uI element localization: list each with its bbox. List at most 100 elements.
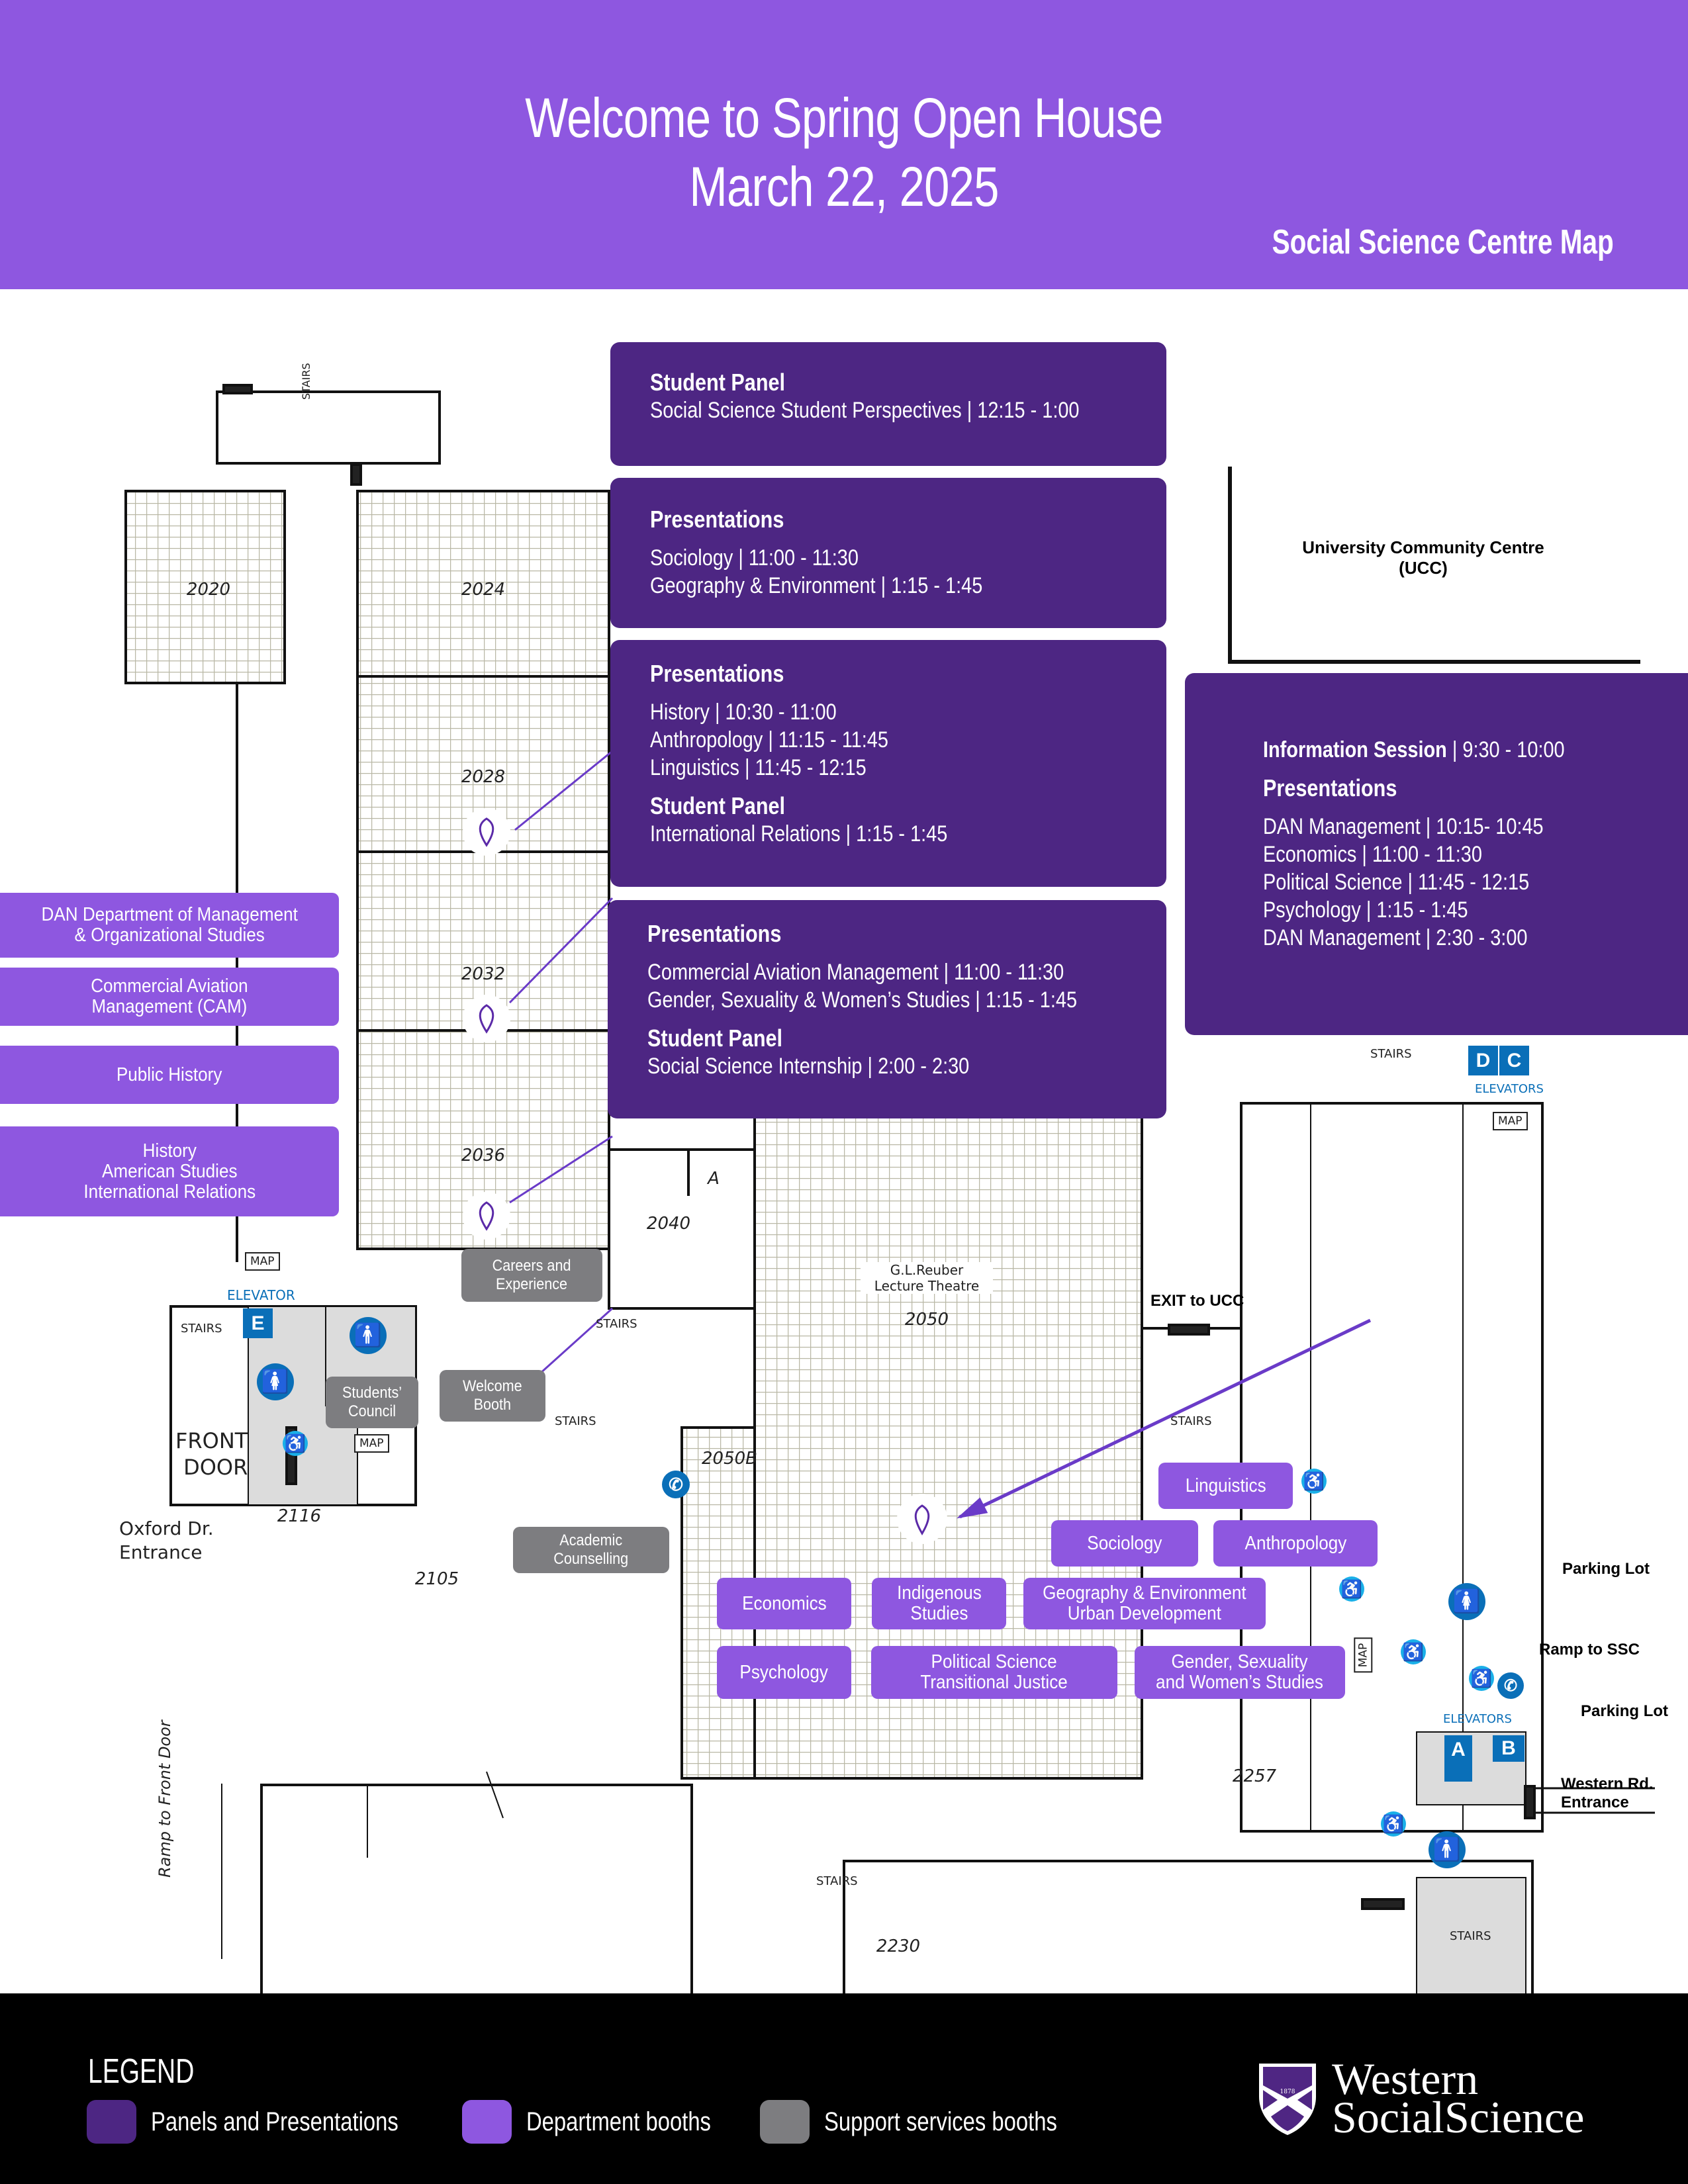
accessibility-icon: ♿ bbox=[1469, 1666, 1494, 1691]
panel-item: Anthropology | 11:15 - 11:45 bbox=[650, 727, 888, 752]
phone-icon: ✆ bbox=[662, 1471, 690, 1498]
room-2040 bbox=[608, 1148, 756, 1310]
map-subtitle: Social Science Centre Map bbox=[1272, 223, 1614, 261]
booth-history[interactable]: History American Studies International R… bbox=[0, 1126, 339, 1216]
legend-footer: LEGEND Panels and Presentations Departme… bbox=[0, 1993, 1688, 2184]
legend-label: Department booths bbox=[526, 2107, 711, 2136]
panel-room-2036: Presentations Commercial Aviation Manage… bbox=[608, 900, 1166, 1118]
pin-icon bbox=[479, 1004, 494, 1034]
crest-icon: 1878 bbox=[1259, 2063, 1316, 2135]
panel-item: DAN Management | 10:15- 10:45 bbox=[1263, 814, 1544, 839]
stairs-label: STAIRS bbox=[816, 1874, 858, 1888]
room-number: 2230 bbox=[876, 1936, 920, 1956]
panel-heading: Presentations bbox=[650, 506, 784, 533]
parking-lot-label: Parking Lot bbox=[1581, 1702, 1669, 1720]
map-marker: MAP bbox=[1354, 1637, 1373, 1673]
elevator-a-icon: A bbox=[1444, 1735, 1472, 1782]
panel-item: International Relations | 1:15 - 1:45 bbox=[650, 821, 948, 846]
elevator-c-icon: C bbox=[1499, 1046, 1529, 1075]
parking-lot-label: Parking Lot bbox=[1562, 1560, 1650, 1578]
page-title: Welcome to Spring Open House bbox=[525, 87, 1163, 149]
booth-careers-experience[interactable]: Careers and Experience bbox=[461, 1249, 602, 1302]
room-number: A bbox=[706, 1169, 720, 1189]
panel-room-2028: Presentations Sociology | 11:00 - 11:30 … bbox=[610, 478, 1166, 628]
legend-title: LEGEND bbox=[88, 2052, 195, 2091]
logo-line1: Western bbox=[1332, 2054, 1479, 2104]
panel-item: Sociology | 11:00 - 11:30 bbox=[650, 545, 859, 570]
phone-icon: ✆ bbox=[1497, 1672, 1524, 1699]
booth-economics[interactable]: Economics bbox=[717, 1578, 851, 1629]
oxford-entrance-label: Oxford Dr. Entrance bbox=[119, 1518, 214, 1563]
western-social-science-logo: 1878 Western SocialScience bbox=[1258, 2054, 1585, 2142]
info-session-time: | 9:30 - 10:00 bbox=[1446, 737, 1565, 762]
booth-welcome[interactable]: Welcome Booth bbox=[440, 1370, 545, 1422]
elevators-label: ELEVATORS bbox=[1443, 1712, 1512, 1726]
panel-item: Social Science Student Perspectives | 12… bbox=[650, 398, 1080, 423]
washroom-women-icon: 🚺 bbox=[257, 1363, 294, 1400]
booth-sociology[interactable]: Sociology bbox=[1051, 1520, 1198, 1567]
room-number: 2036 bbox=[461, 1146, 505, 1165]
room-number: 2028 bbox=[461, 767, 505, 787]
panel-room-2050: Information Session | 9:30 - 10:00 Prese… bbox=[1185, 673, 1688, 1035]
legend-swatch bbox=[760, 2100, 810, 2144]
panel-room-2024: Student Panel Social Science Student Per… bbox=[610, 342, 1166, 466]
logo-line2: SocialScience bbox=[1332, 2092, 1585, 2142]
stairs-label: STAIRS bbox=[1170, 1414, 1212, 1428]
panel-item: Commercial Aviation Management | 11:00 -… bbox=[647, 960, 1064, 985]
elevator-e-icon: E bbox=[243, 1308, 273, 1338]
pointer-2028 bbox=[508, 897, 614, 1004]
panel-room-2032: Presentations History | 10:30 - 11:00 An… bbox=[610, 640, 1166, 887]
panel-heading: Presentations bbox=[650, 660, 784, 687]
arrowhead-2050 bbox=[957, 1497, 988, 1519]
panel-item: History | 10:30 - 11:00 bbox=[650, 700, 837, 725]
exit-ucc-label: EXIT to UCC bbox=[1150, 1292, 1244, 1310]
legend-item-department: Department booths bbox=[462, 2100, 751, 2144]
room-number: 2105 bbox=[415, 1569, 459, 1589]
elevator-b-icon: B bbox=[1493, 1735, 1524, 1762]
pointer-2050 bbox=[959, 1318, 1372, 1519]
booth-students-council[interactable]: Students’ Council bbox=[326, 1377, 418, 1428]
panel-item: Psychology | 1:15 - 1:45 bbox=[1263, 897, 1468, 923]
booth-linguistics[interactable]: Linguistics bbox=[1158, 1463, 1293, 1509]
accessibility-icon: ♿ bbox=[1301, 1469, 1327, 1494]
stairs-label: STAIRS bbox=[596, 1317, 637, 1331]
room-number: 2116 bbox=[277, 1506, 321, 1526]
booth-geography[interactable]: Geography & Environment Urban Developmen… bbox=[1023, 1578, 1266, 1629]
map-marker: MAP bbox=[245, 1252, 280, 1271]
panel-item: Economics | 11:00 - 11:30 bbox=[1263, 842, 1482, 867]
room-number: 2257 bbox=[1233, 1766, 1277, 1786]
event-date: March 22, 2025 bbox=[689, 156, 999, 218]
panel-heading: Presentations bbox=[647, 920, 782, 947]
legend-swatch bbox=[87, 2100, 136, 2144]
pin-icon bbox=[479, 817, 494, 847]
legend-item-support: Support services booths bbox=[760, 2100, 1108, 2144]
map-marker: MAP bbox=[354, 1434, 389, 1453]
booth-gender-studies[interactable]: Gender, Sexuality and Women’s Studies bbox=[1135, 1646, 1345, 1699]
elevators-label: ELEVATORS bbox=[1475, 1082, 1544, 1096]
stairs-label: STAIRS bbox=[1450, 1929, 1491, 1943]
washroom-men-icon: 🚹 bbox=[350, 1317, 387, 1354]
elevator-label: ELEVATOR bbox=[227, 1287, 295, 1303]
room-number: 2050B bbox=[702, 1449, 757, 1469]
booth-indigenous-studies[interactable]: Indigenous Studies bbox=[872, 1578, 1006, 1629]
map-marker: MAP bbox=[1493, 1112, 1528, 1130]
accessibility-icon: ♿ bbox=[1381, 1811, 1406, 1837]
stairs-label: STAIRS bbox=[300, 363, 312, 400]
booth-public-history[interactable]: Public History bbox=[0, 1046, 339, 1104]
booth-dan-management[interactable]: DAN Department of Management & Organizat… bbox=[0, 893, 339, 958]
pin-icon bbox=[479, 1201, 494, 1231]
booth-academic-counselling[interactable]: Academic Counselling bbox=[513, 1527, 669, 1573]
stairs-label: STAIRS bbox=[555, 1414, 596, 1428]
booth-political-science[interactable]: Political Science Transitional Justice bbox=[871, 1646, 1117, 1699]
legend-swatch bbox=[462, 2100, 512, 2144]
washroom-women-icon: 🚺 bbox=[1448, 1583, 1485, 1620]
room-2020 bbox=[124, 490, 286, 684]
room-number: 2040 bbox=[647, 1214, 690, 1234]
stairs-label: STAIRS bbox=[181, 1322, 222, 1336]
booth-psychology[interactable]: Psychology bbox=[717, 1646, 851, 1699]
front-door-label: FRONT DOOR bbox=[175, 1428, 248, 1480]
booth-anthropology[interactable]: Anthropology bbox=[1213, 1520, 1378, 1567]
booth-commercial-aviation[interactable]: Commercial Aviation Management (CAM) bbox=[0, 968, 339, 1026]
washroom-men-icon: 🚹 bbox=[1429, 1831, 1466, 1868]
accessibility-icon: ♿ bbox=[1401, 1639, 1426, 1664]
